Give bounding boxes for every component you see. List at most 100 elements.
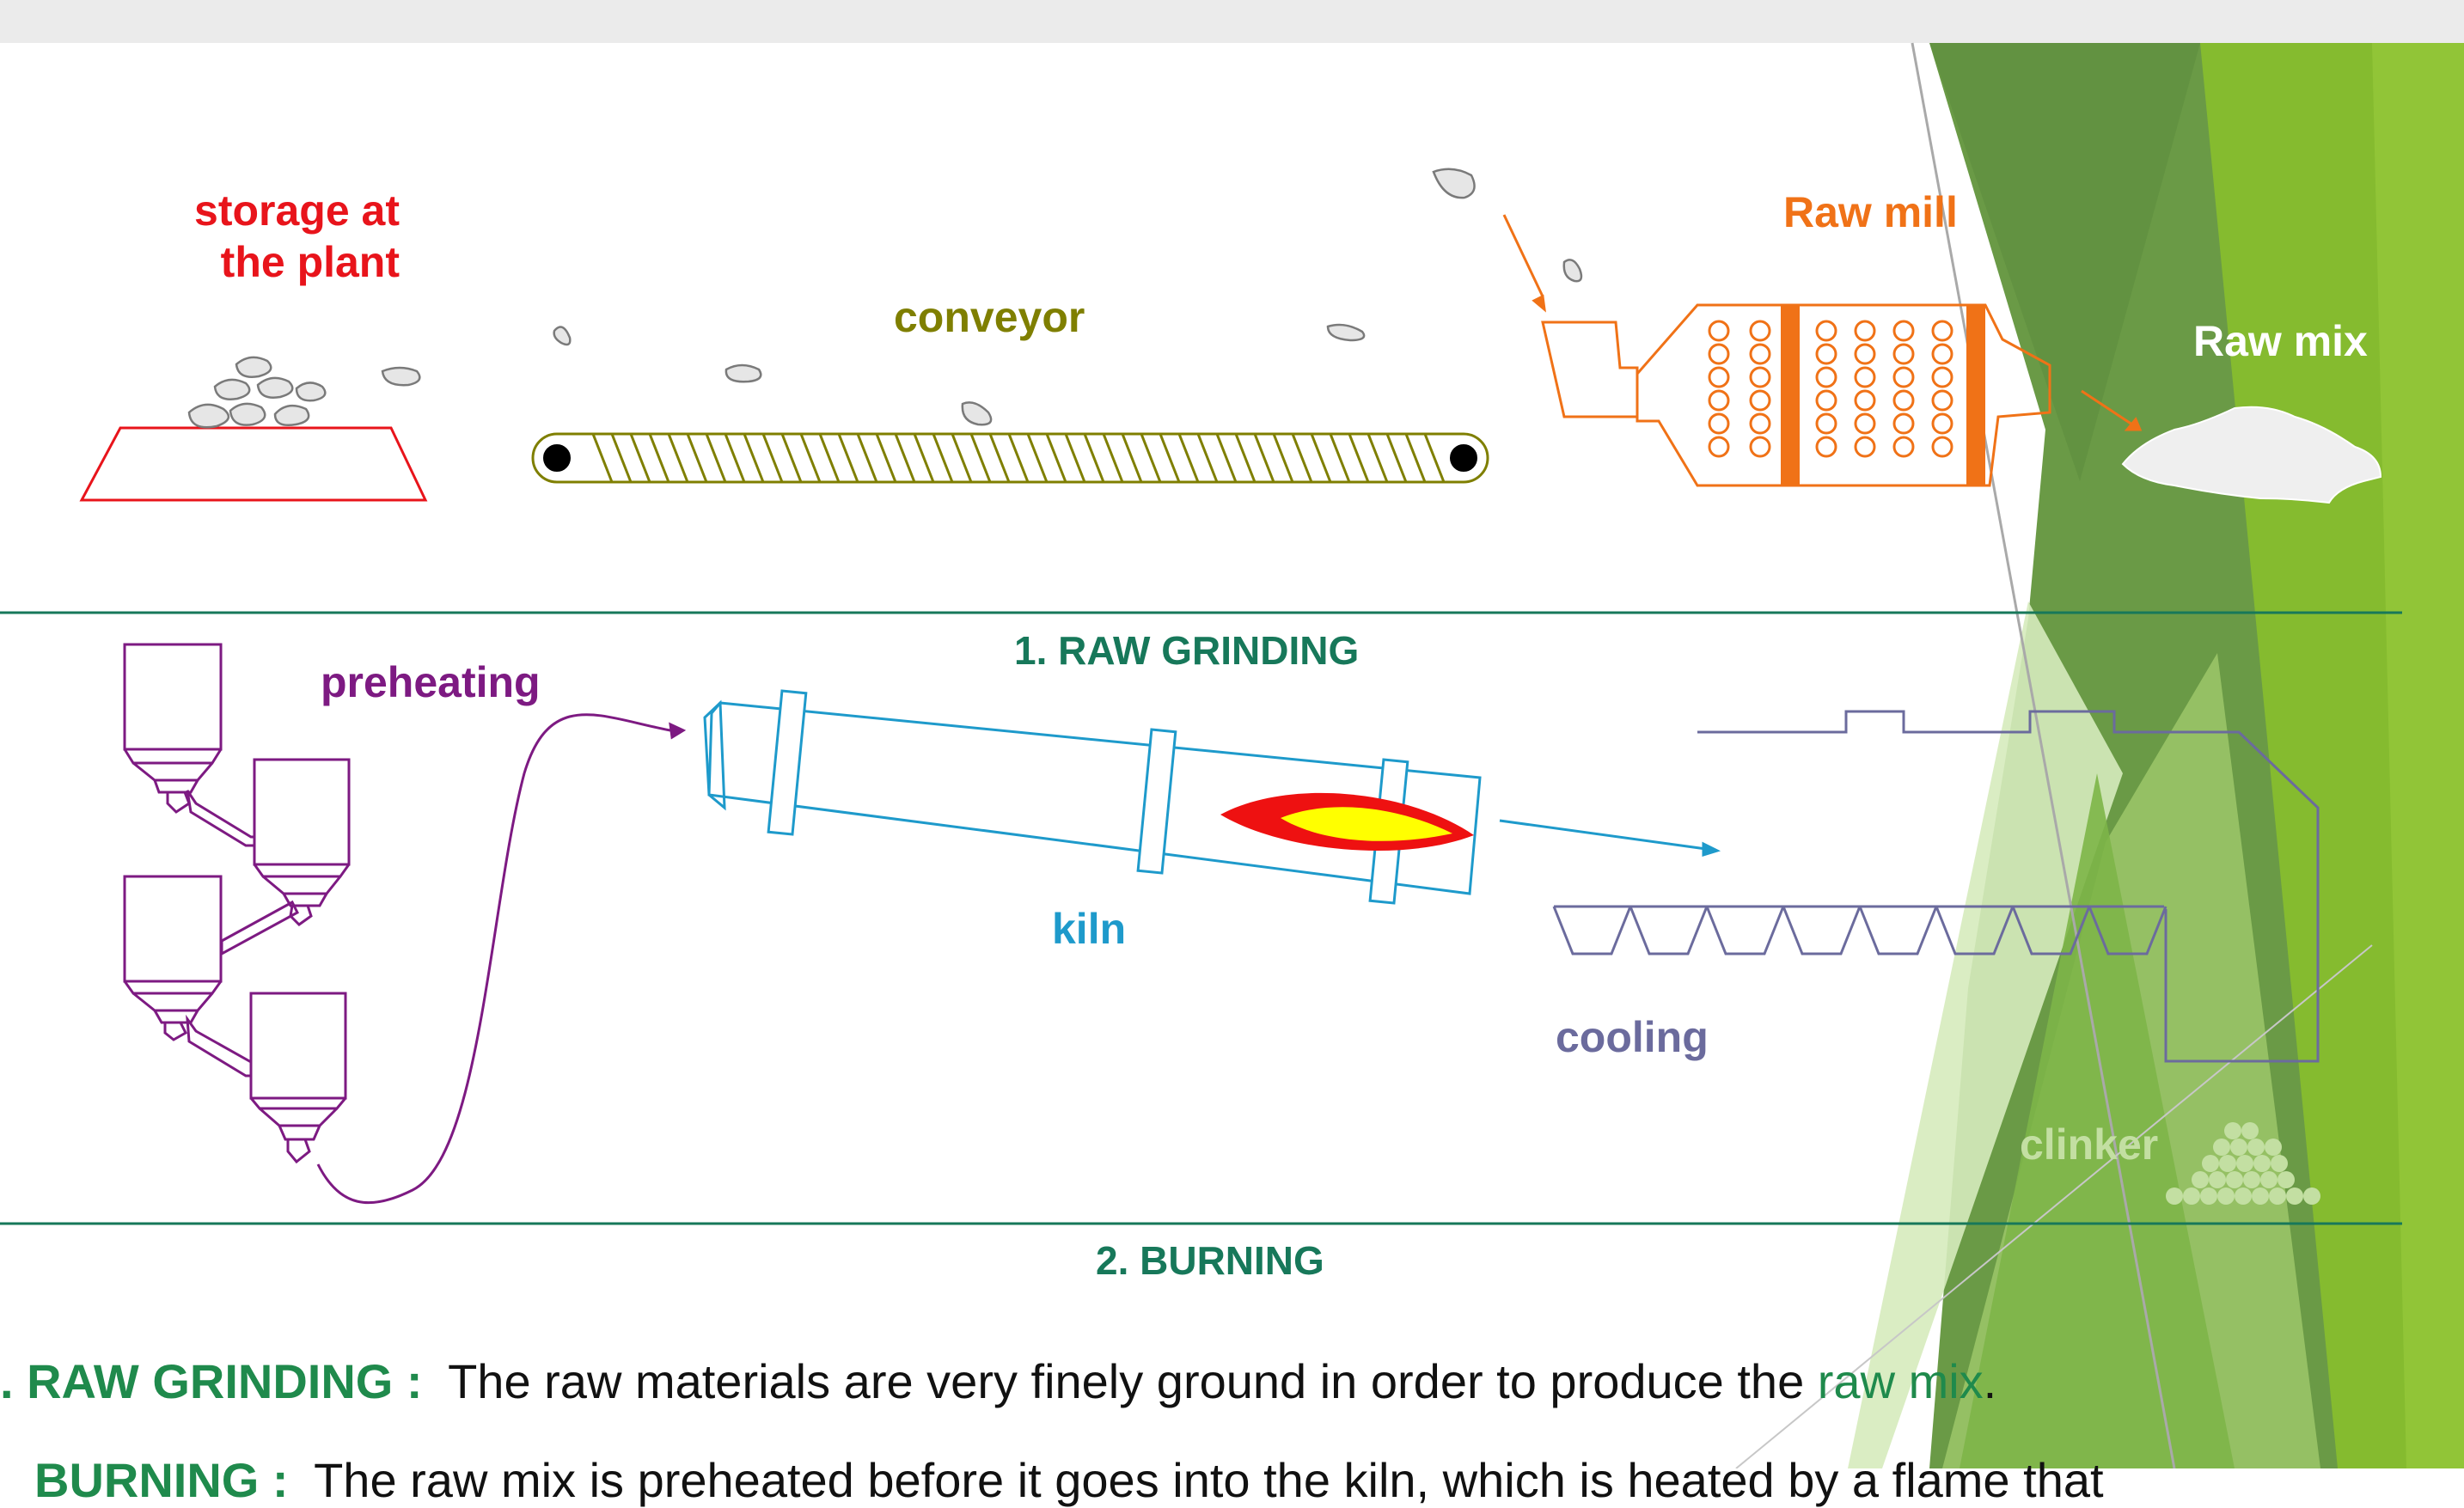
kiln-flame-inner xyxy=(1281,807,1452,841)
mill-ball xyxy=(1931,389,1953,412)
clinker-ball xyxy=(2241,1122,2259,1139)
burning-text: The raw mix is preheated before it goes … xyxy=(314,1453,2104,1507)
kiln-arrow xyxy=(1499,819,1721,858)
mill-ball xyxy=(1892,436,1915,458)
storage-label-line1: storage at xyxy=(194,186,400,235)
rotary-kiln xyxy=(703,689,1482,905)
clinker-ball xyxy=(2247,1139,2265,1156)
section-2-label: 2. BURNING xyxy=(1096,1238,1324,1283)
mill-ball xyxy=(1708,366,1730,388)
clinker-ball xyxy=(2260,1171,2278,1188)
clinker-ball xyxy=(2219,1155,2236,1172)
mill-ball xyxy=(1892,412,1915,435)
mill-ball xyxy=(1815,389,1837,412)
mill-band xyxy=(1781,305,1800,485)
mill-ball xyxy=(1854,320,1876,342)
mill-ball xyxy=(1892,320,1915,342)
conveyor-label: conveyor xyxy=(894,293,1085,341)
raw-mix-pile xyxy=(2121,406,2382,504)
mill-balls xyxy=(1708,320,1953,458)
clinker-ball xyxy=(2217,1187,2235,1205)
burning-term: BURNING : xyxy=(34,1453,289,1507)
clinker-ball xyxy=(2200,1187,2217,1205)
mill-ball xyxy=(1892,343,1915,365)
clinker-ball xyxy=(2252,1187,2269,1205)
clinker-ball xyxy=(2286,1187,2303,1205)
mill-ball xyxy=(1815,343,1837,365)
preheater-tower xyxy=(123,643,687,1205)
raw-grinding-end: . xyxy=(1983,1354,1997,1408)
raw-grinding-term: . RAW GRINDING : xyxy=(0,1354,423,1408)
clinker-ball xyxy=(2226,1171,2243,1188)
conveyor-belt xyxy=(531,432,1489,484)
raw-mill-label: Raw mill xyxy=(1783,188,1958,236)
top-bar xyxy=(0,0,2464,43)
mill-ball xyxy=(1854,343,1876,365)
clinker-ball xyxy=(2235,1187,2252,1205)
mill-ball xyxy=(1815,436,1837,458)
clinker-ball xyxy=(2236,1155,2253,1172)
mill-ball xyxy=(1815,412,1837,435)
mill-ball xyxy=(1749,366,1771,388)
clinker-ball xyxy=(2230,1139,2247,1156)
preheating-label: preheating xyxy=(321,658,541,706)
clinker-ball xyxy=(2278,1171,2295,1188)
clinker-ball xyxy=(2243,1171,2260,1188)
mill-ball xyxy=(1854,412,1876,435)
storage-label-line2: the plant xyxy=(220,238,400,286)
storage-label: storage at the plant xyxy=(146,185,400,288)
raw-mix-link: raw mix xyxy=(1817,1354,1984,1408)
mill-ball xyxy=(1749,389,1771,412)
clinker-ball xyxy=(2303,1187,2320,1205)
raw-mill xyxy=(1502,214,2051,487)
description-burning: BURNING : The raw mix is preheated befor… xyxy=(34,1452,2104,1508)
mill-ball xyxy=(1708,389,1730,412)
clinker-ball xyxy=(2265,1139,2282,1156)
mill-ball xyxy=(1854,436,1876,458)
mill-ball xyxy=(1931,366,1953,388)
mill-ball xyxy=(1854,366,1876,388)
mill-ball xyxy=(1815,320,1837,342)
mill-ball xyxy=(1931,412,1953,435)
section-1-label: 1. RAW GRINDING xyxy=(1014,628,1360,673)
clinker-ball xyxy=(2224,1122,2241,1139)
mill-ball xyxy=(1931,320,1953,342)
clinker-ball xyxy=(2192,1171,2209,1188)
mill-ball xyxy=(1749,343,1771,365)
mill-arrow xyxy=(2081,389,2143,431)
mill-ball xyxy=(1892,389,1915,412)
clinker-pile xyxy=(2166,1122,2320,1205)
mill-ball xyxy=(1815,366,1837,388)
kiln-label: kiln xyxy=(1052,905,1127,953)
mill-ball xyxy=(1708,436,1730,458)
mill-ball xyxy=(1708,412,1730,435)
mill-ball xyxy=(1708,343,1730,365)
mill-ball xyxy=(1708,320,1730,342)
clinker-ball xyxy=(2183,1187,2200,1205)
cooling-label: cooling xyxy=(1556,1013,1709,1061)
clinker-ball xyxy=(2253,1155,2271,1172)
mill-band xyxy=(1966,305,1985,485)
mill-ball xyxy=(1931,436,1953,458)
clinker-ball xyxy=(2202,1155,2219,1172)
conveyor-roller xyxy=(540,441,574,475)
mill-ball xyxy=(1749,436,1771,458)
mill-ball xyxy=(1931,343,1953,365)
mill-ball xyxy=(1854,389,1876,412)
mill-ball xyxy=(1892,366,1915,388)
clinker-ball xyxy=(2269,1187,2286,1205)
clinker-cooler xyxy=(1552,710,2320,1063)
conveyor-roller xyxy=(1446,441,1481,475)
conveyor-rocks xyxy=(553,168,1583,426)
green-decoration xyxy=(1735,42,2464,1468)
clinker-ball xyxy=(2166,1187,2183,1205)
raw-grinding-text: The raw materials are very finely ground… xyxy=(448,1354,1805,1408)
storage-pile xyxy=(79,356,428,502)
mill-ball xyxy=(1749,320,1771,342)
clinker-ball xyxy=(2209,1171,2226,1188)
clinker-ball xyxy=(2213,1139,2230,1156)
clinker-ball xyxy=(2271,1155,2288,1172)
mill-ball xyxy=(1749,412,1771,435)
description-raw-grinding: . RAW GRINDING : The raw materials are v… xyxy=(0,1353,1996,1409)
raw-mix-label: Raw mix xyxy=(2193,317,2368,365)
